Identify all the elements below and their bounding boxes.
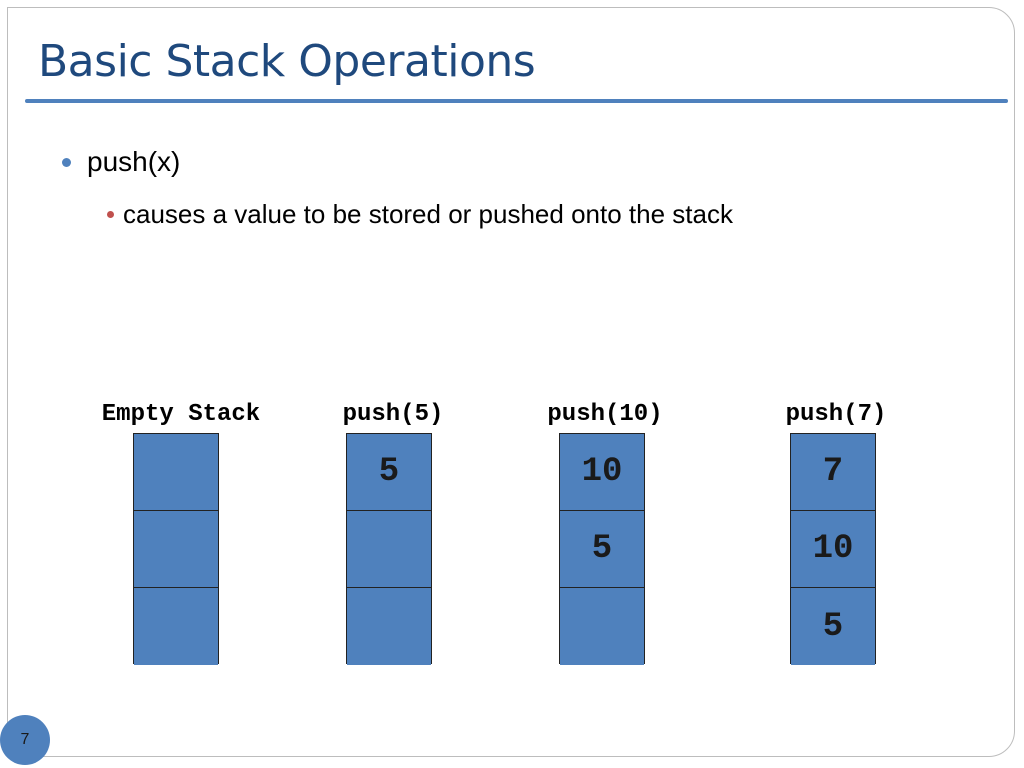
- title-underline: [25, 99, 1008, 103]
- stack-cell: 5: [791, 588, 875, 665]
- stack-cell: 5: [560, 511, 644, 588]
- bullet-push-text: push(x): [87, 146, 181, 177]
- stack-cell: [134, 511, 218, 588]
- stack-empty: [133, 433, 219, 665]
- sub-bullet-dot-icon: [107, 211, 114, 218]
- stack-cell: [560, 588, 644, 665]
- stack-label-empty: Empty Stack: [101, 401, 261, 428]
- stack-cell: 10: [791, 511, 875, 588]
- sub-bullet-description-text: causes a value to be stored or pushed on…: [123, 199, 733, 229]
- stack-label-push-10: push(10): [547, 401, 663, 428]
- stack-label-push-7: push(7): [785, 401, 887, 428]
- stack-push-5: 5: [346, 433, 432, 665]
- stack-cell: [134, 588, 218, 665]
- bullet-dot-icon: [62, 157, 71, 167]
- slide-title: Basic Stack Operations: [38, 36, 536, 87]
- stack-cell: 7: [791, 434, 875, 511]
- bullet-push: push(x): [62, 146, 180, 178]
- stack-push-7: 7 10 5: [790, 433, 876, 665]
- stack-cell: 10: [560, 434, 644, 511]
- stack-cell: 5: [347, 434, 431, 511]
- sub-bullet-description: causes a value to be stored or pushed on…: [107, 199, 733, 230]
- stack-push-10: 10 5: [559, 433, 645, 665]
- stack-cell: [347, 511, 431, 588]
- stack-cell: [134, 434, 218, 511]
- stack-label-push-5: push(5): [342, 401, 444, 428]
- stack-cell: [347, 588, 431, 665]
- page-number-badge: 7: [0, 715, 50, 765]
